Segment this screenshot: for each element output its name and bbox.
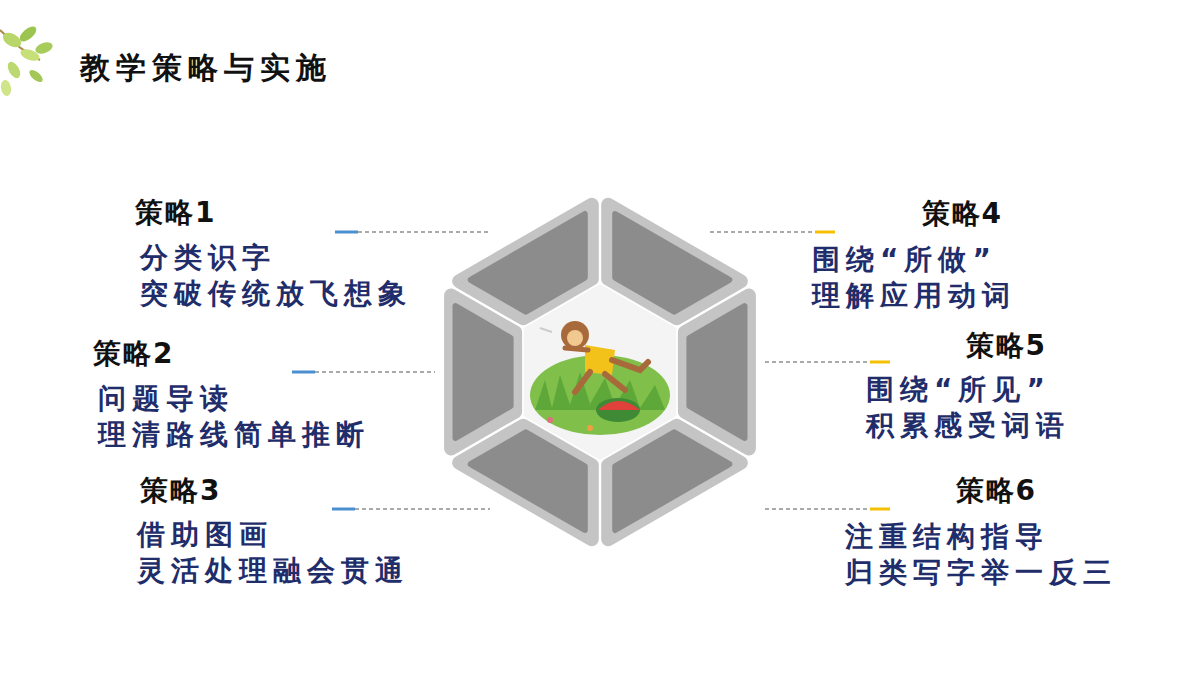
strategy-text: 围绕“所见” 积累感受词语 bbox=[866, 372, 1166, 444]
strategy-text: 围绕“所做” 理解应用动词 bbox=[812, 242, 1112, 314]
hex-segment-fill bbox=[456, 306, 511, 438]
hex-segment bbox=[685, 296, 749, 449]
leader-lines bbox=[292, 232, 890, 509]
strategy-heading: 策略2 bbox=[93, 335, 174, 373]
strategy-heading: 策略5 bbox=[966, 327, 1047, 365]
slide-title: 教学策略与实施 bbox=[80, 48, 332, 89]
strategy-heading: 策略3 bbox=[140, 472, 221, 510]
hex-segment-fill bbox=[689, 306, 744, 438]
leaf-branch bbox=[0, 24, 54, 97]
hex-segment-fill bbox=[471, 432, 585, 530]
strategy-text: 问题导读 理清路线简单推断 bbox=[98, 381, 398, 453]
strategy-heading: 策略6 bbox=[956, 472, 1037, 510]
hex-segment-fill bbox=[615, 432, 729, 530]
hex-segment-fill bbox=[471, 214, 585, 312]
hex-center bbox=[524, 284, 676, 460]
hexagon-ring bbox=[451, 205, 749, 540]
strategy-text: 注重结构指导 归类写字举一反三 bbox=[845, 519, 1145, 591]
strategy-text: 分类识字 突破传统放飞想象 bbox=[140, 240, 440, 312]
strategy-text: 借助图画 灵活处理融会贯通 bbox=[137, 517, 437, 589]
strategy-heading: 策略4 bbox=[922, 195, 1003, 233]
center-illustration bbox=[530, 321, 670, 435]
hex-segment bbox=[451, 296, 515, 449]
strategy-heading: 策略1 bbox=[135, 194, 216, 232]
hex-segment-fill bbox=[615, 214, 729, 312]
